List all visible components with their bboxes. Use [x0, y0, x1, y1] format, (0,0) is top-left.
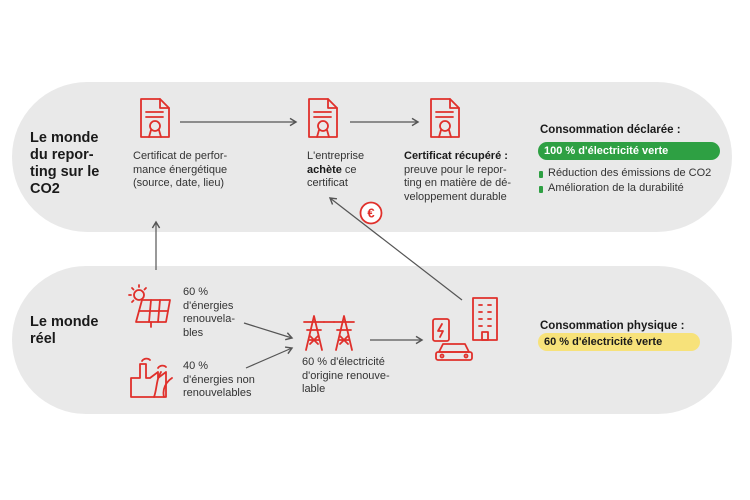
step-recovered-rest: preuve pour le repor- ting en matière de…	[404, 163, 512, 203]
nonrenewable-share-text: 40 % d'énergies non renouvelables	[183, 360, 255, 399]
arrow-consumer-to-buy	[328, 197, 463, 301]
euro-icon: €	[359, 201, 383, 225]
arrow-nonrenewable-to-grid	[245, 346, 294, 369]
solar-panel-icon	[128, 284, 171, 328]
physical-consumption-badge: 60 % d'électricité verte	[538, 333, 700, 351]
step-recovered-bold: Certificat récupéré :	[404, 150, 508, 162]
factory-icon	[130, 357, 173, 398]
certificate-icon	[430, 98, 460, 138]
benefit-item: Réduction des émissions de CO2	[538, 167, 711, 179]
ev-charging-icon	[432, 318, 473, 361]
grid-electricity-text: 60 % d'électricité d'origine renouve- la…	[302, 356, 390, 395]
pylon-icon	[303, 315, 355, 351]
certificate-icon	[140, 98, 170, 138]
step-buy-post: ce certificat	[307, 163, 357, 190]
real-world-title: Le monde réel	[30, 314, 99, 347]
building-icon	[472, 297, 498, 341]
certificate-icon	[308, 98, 338, 138]
renewable-share-text: 60 % d'énergies renouvela- bles	[183, 286, 235, 339]
declared-consumption-heading: Consommation déclarée :	[540, 124, 681, 136]
euro-symbol: €	[367, 206, 374, 221]
benefit-item: Amélioration de la durabilité	[538, 182, 684, 194]
arrow-renewable-to-grid	[243, 322, 294, 341]
physical-consumption-heading: Consommation physique :	[540, 320, 685, 332]
step-certificate-text: Certificat de perfor- mance énergétique …	[133, 150, 228, 189]
step-recovered-text: Certificat récupéré :preuve pour le repo…	[404, 150, 511, 204]
step-buy-bold: achète	[307, 163, 342, 176]
step-buy-pre: L'entreprise	[307, 150, 365, 162]
reporting-world-title: Le monde du repor- ting sur le CO2	[30, 130, 100, 197]
declared-consumption-badge: 100 % d'électricité verte	[538, 142, 720, 160]
